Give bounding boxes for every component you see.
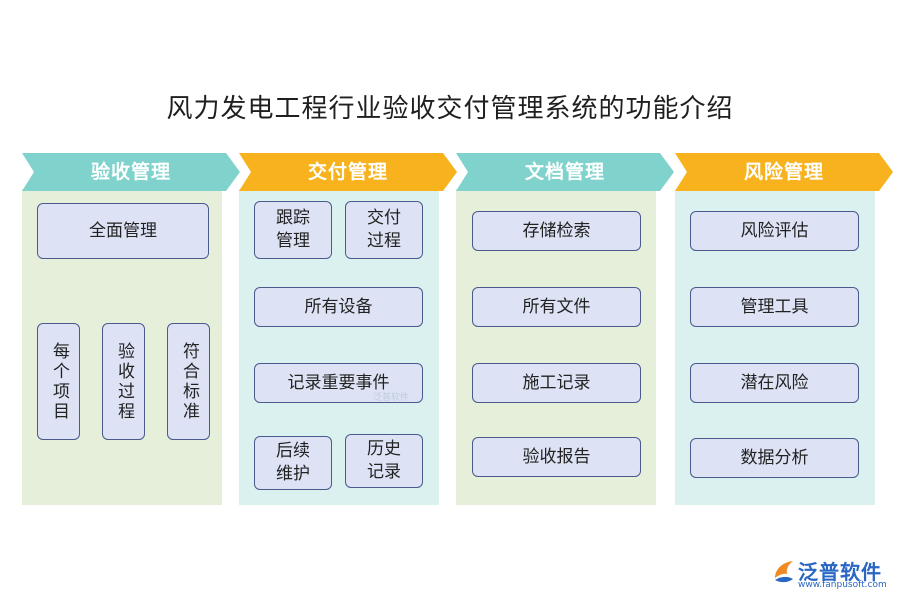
item-box: 潜在风险 xyxy=(690,363,859,403)
item-box: 所有设备 xyxy=(254,287,423,327)
item-box: 交付过程 xyxy=(345,201,423,259)
logo-url: www.fanpusoft.com xyxy=(798,580,887,590)
column-header-label: 验收管理 xyxy=(90,161,171,183)
item-box: 符合标准 xyxy=(167,323,210,440)
header-arrow-shape xyxy=(22,153,240,191)
item-box: 风险评估 xyxy=(690,211,859,251)
item-box: 跟踪管理 xyxy=(254,201,332,259)
item-box: 存储检索 xyxy=(472,211,641,251)
item-box: 每个项目 xyxy=(37,323,80,440)
column-header-label: 交付管理 xyxy=(307,161,388,183)
column-delivery: 交付管理 跟踪管理 交付过程 所有设备 记录重要事件 后续维护 历史记录 xyxy=(239,153,457,505)
column-header: 验收管理 xyxy=(22,153,240,191)
column-risk: 风险管理 风险评估 管理工具 潜在风险 数据分析 xyxy=(675,153,893,505)
column-header: 交付管理 xyxy=(239,153,457,191)
item-box: 记录重要事件 xyxy=(254,363,423,403)
column-header: 风险管理 xyxy=(675,153,893,191)
logo-name: 泛普软件 xyxy=(798,560,882,584)
brand-logo: 泛普软件 www.fanpusoft.com xyxy=(772,556,896,596)
item-box: 验收报告 xyxy=(472,437,641,477)
page-title: 风力发电工程行业验收交付管理系统的功能介绍 xyxy=(166,94,734,124)
item-box: 管理工具 xyxy=(690,287,859,327)
item-box: 施工记录 xyxy=(472,363,641,403)
column-header: 文档管理 xyxy=(456,153,674,191)
item-box: 所有文件 xyxy=(472,287,641,327)
header-arrow-shape xyxy=(675,153,893,191)
watermark: 泛普软件 xyxy=(373,393,410,403)
column-acceptance: 验收管理 全面管理 每个项目 验收过程 符合标准 xyxy=(22,153,240,505)
item-box: 全面管理 xyxy=(37,203,209,259)
column-documents: 文档管理 存储检索 所有文件 施工记录 验收报告 xyxy=(456,153,674,505)
item-box: 验收过程 xyxy=(102,323,145,440)
column-header-label: 文档管理 xyxy=(524,161,605,183)
fanpu-logo-icon xyxy=(775,561,793,583)
header-arrow-shape xyxy=(239,153,457,191)
column-header-label: 风险管理 xyxy=(743,161,824,183)
item-box: 历史记录 xyxy=(345,434,423,488)
item-box: 数据分析 xyxy=(690,438,859,478)
item-box: 后续维护 xyxy=(254,436,332,490)
header-arrow-shape xyxy=(456,153,674,191)
